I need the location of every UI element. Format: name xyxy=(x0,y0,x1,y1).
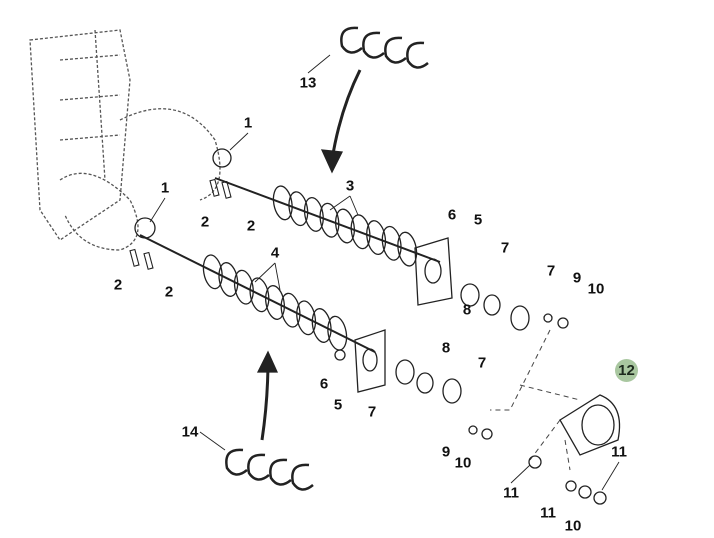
label-11: 11 xyxy=(540,504,556,522)
label-4: 4 xyxy=(270,244,280,262)
label-7: 7 xyxy=(477,354,487,372)
label-11: 11 xyxy=(611,443,627,461)
flight-turn xyxy=(319,202,340,238)
flight-turn xyxy=(296,300,317,336)
flight-turn xyxy=(303,196,324,232)
label-7: 7 xyxy=(546,262,556,280)
bearing-plate-lower xyxy=(354,329,386,393)
auger-flighting-symbol-14 xyxy=(225,448,314,491)
flight-turn xyxy=(233,269,254,305)
label-3: 3 xyxy=(345,177,355,195)
flight-turn xyxy=(335,208,355,244)
arrow-down xyxy=(330,69,362,161)
label-6: 6 xyxy=(447,206,457,224)
lower-auger-shaft xyxy=(139,234,376,353)
upper-auger-shaft xyxy=(214,177,441,263)
scroll-turn xyxy=(340,26,363,54)
flight-turn xyxy=(280,292,301,328)
bolts xyxy=(129,178,232,270)
label-6: 6 xyxy=(319,375,329,393)
label-2: 2 xyxy=(164,283,174,301)
flight-turn xyxy=(381,225,402,261)
scroll-turn xyxy=(291,463,314,491)
callout-12: 12 xyxy=(615,359,638,382)
auger-flighting-symbol-13 xyxy=(340,26,429,69)
label-1: 1 xyxy=(160,179,170,197)
flight-turn xyxy=(366,220,387,256)
lower-auger-flighting xyxy=(202,254,348,351)
label-2: 2 xyxy=(200,213,210,231)
scroll-turn xyxy=(384,36,407,64)
flight-turn xyxy=(249,277,270,313)
label-10: 10 xyxy=(564,517,582,535)
label-10: 10 xyxy=(454,454,472,472)
upper-auger-flighting xyxy=(272,185,418,267)
label-11: 11 xyxy=(503,484,519,502)
label-5: 5 xyxy=(333,396,343,414)
scroll-turn xyxy=(247,453,270,481)
housing-frame xyxy=(29,29,221,251)
label-9: 9 xyxy=(572,269,582,287)
label-7: 7 xyxy=(500,239,510,257)
sprocket-lower xyxy=(134,217,156,239)
label-1: 1 xyxy=(243,114,253,132)
bearing-plate-upper xyxy=(414,237,453,306)
flight-turn xyxy=(288,191,309,227)
flight-turn xyxy=(265,285,285,320)
flight-turn xyxy=(202,254,223,290)
sprocket-upper xyxy=(212,148,232,168)
label-8: 8 xyxy=(441,339,451,357)
label-14: 14 xyxy=(181,423,199,441)
bearing-cap xyxy=(559,394,621,456)
label-2: 2 xyxy=(246,217,256,235)
flight-turn xyxy=(311,308,332,343)
scroll-turn xyxy=(406,41,429,69)
scroll-turn xyxy=(225,448,248,476)
flight-turn xyxy=(218,262,239,297)
label-13: 13 xyxy=(299,74,317,92)
label-10: 10 xyxy=(587,280,605,298)
label-8: 8 xyxy=(462,301,472,319)
scroll-turn xyxy=(269,458,292,486)
label-2: 2 xyxy=(113,276,123,294)
flight-turn xyxy=(272,185,293,221)
label-9: 9 xyxy=(441,443,451,461)
scroll-turn xyxy=(362,31,385,59)
label-5: 5 xyxy=(473,211,483,229)
label-7: 7 xyxy=(367,403,377,421)
